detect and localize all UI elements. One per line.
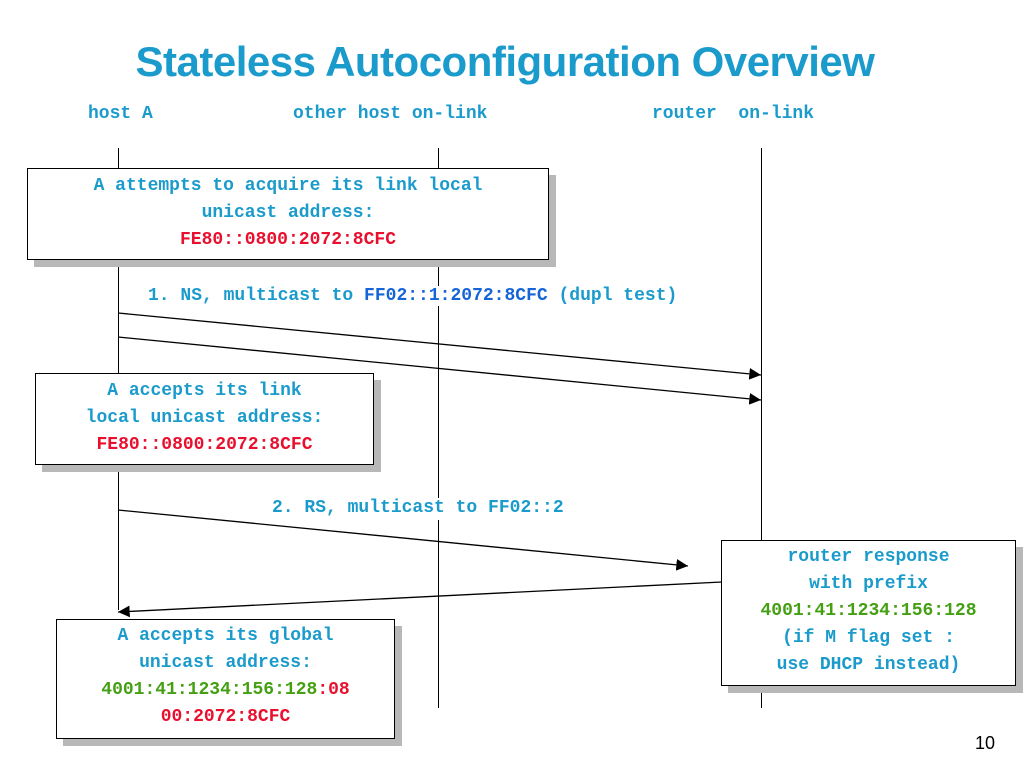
- box4-interface-id-part2: 00:2072:8CFC: [160, 707, 291, 727]
- box4-line2: unicast address:: [139, 653, 312, 673]
- box-accept-global: A accepts its global unicast address: 40…: [56, 619, 395, 739]
- box4-address-line: 4001:41:1234:156:128:08: [57, 677, 394, 704]
- box1-address: FE80::0800:2072:8CFC: [179, 230, 397, 250]
- box-router-response: router response with prefix 4001:41:1234…: [721, 540, 1016, 686]
- ns-suffix: (dupl test): [547, 286, 678, 306]
- ns-multicast-address: FF02::1:2072:8CFC: [364, 286, 548, 306]
- box2-address: FE80::0800:2072:8CFC: [96, 435, 313, 455]
- box3-line1: router response: [787, 547, 950, 567]
- column-label-other-host: other host on-link: [293, 104, 488, 124]
- box4-interface-id-part1: :08: [317, 680, 350, 700]
- box3-line4: (if M flag set :: [782, 628, 955, 648]
- box1-line1: A attempts to acquire its link local: [93, 176, 483, 196]
- ns-arrow-1: [117, 312, 762, 380]
- ns-message-label: 1. NS, multicast to FF02::1:2072:8CFC (d…: [142, 286, 684, 306]
- rs-arrow: [117, 509, 689, 571]
- slide-title: Stateless Autoconfiguration Overview: [135, 38, 875, 85]
- lifeline-router: [761, 148, 762, 708]
- column-label-router: router on-link: [652, 104, 815, 124]
- column-label-host-a: host A: [88, 104, 153, 124]
- box2-line1: A accepts its link: [107, 381, 302, 401]
- ns-prefix: 1. NS, multicast to: [148, 286, 365, 306]
- box4-prefix: 4001:41:1234:156:128: [101, 680, 318, 700]
- box1-line2: unicast address:: [201, 203, 375, 223]
- lifeline-other-host: [438, 148, 439, 708]
- slide-number: 10: [975, 733, 996, 753]
- box3-line2: with prefix: [809, 574, 928, 594]
- box2-line2: local unicast address:: [85, 408, 324, 428]
- box-accept-link-local: A accepts its link local unicast address…: [35, 373, 374, 465]
- ra-arrow: [117, 581, 723, 618]
- rs-message-label: 2. RS, multicast to FF02::2: [266, 498, 570, 520]
- box4-line1: A accepts its global: [117, 626, 334, 646]
- box-acquire-link-local: A attempts to acquire its link local uni…: [27, 168, 549, 260]
- box3-prefix: 4001:41:1234:156:128: [760, 601, 977, 621]
- ns-arrow-2: [117, 336, 762, 405]
- box3-line5: use DHCP instead): [776, 655, 961, 675]
